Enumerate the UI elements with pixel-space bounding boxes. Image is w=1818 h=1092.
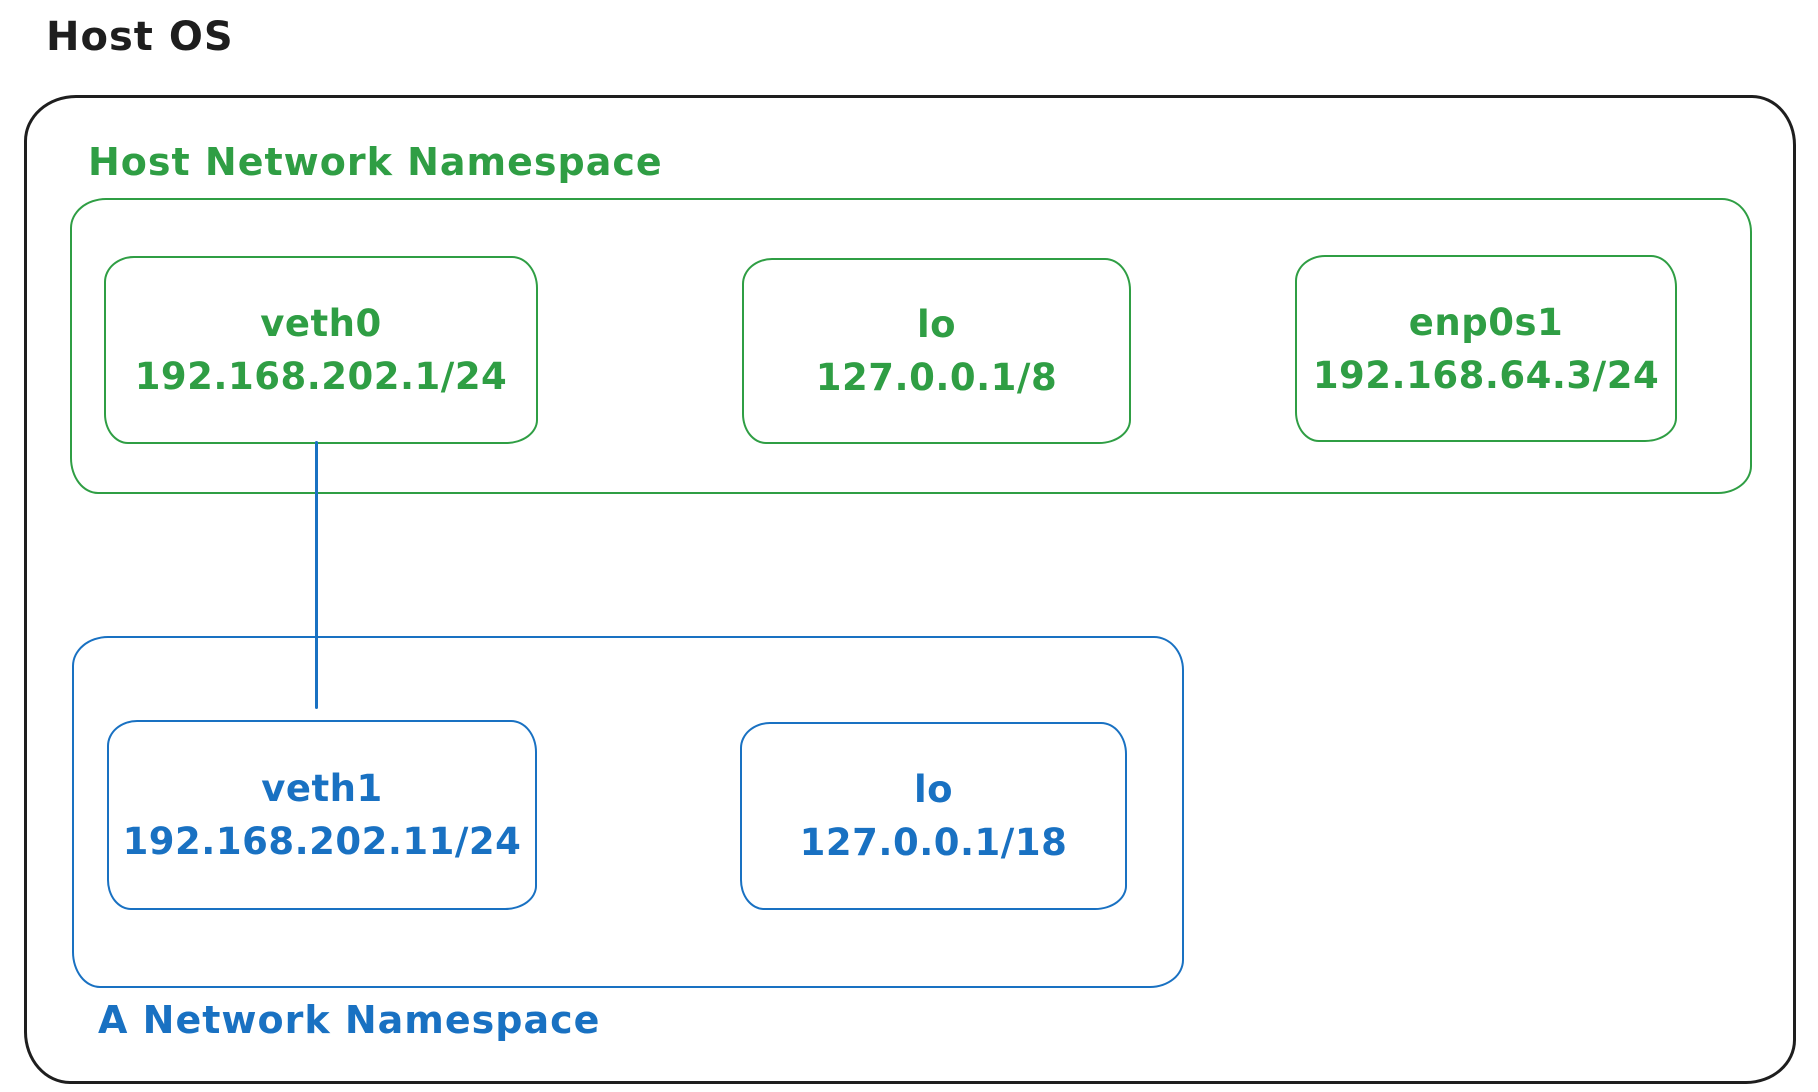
- veth-pair-connector-line: [315, 441, 318, 709]
- interface-node-lo-a: lo 127.0.0.1/18: [740, 722, 1127, 910]
- interface-name: veth0: [260, 302, 382, 345]
- interface-name: lo: [916, 303, 957, 346]
- a-namespace-label: A Network Namespace: [98, 998, 601, 1042]
- interface-node-lo-host: lo 127.0.0.1/8: [742, 258, 1131, 444]
- interface-node-enp0s1: enp0s1 192.168.64.3/24: [1295, 255, 1677, 442]
- host-os-title: Host OS: [46, 14, 234, 60]
- host-namespace-label: Host Network Namespace: [88, 140, 663, 184]
- host-os-box: [24, 95, 1796, 1084]
- interface-address: 192.168.202.1/24: [134, 355, 508, 398]
- interface-address: 127.0.0.1/8: [815, 356, 1058, 399]
- interface-address: 192.168.202.11/24: [122, 820, 522, 863]
- interface-node-veth1: veth1 192.168.202.11/24: [107, 720, 537, 910]
- interface-address: 127.0.0.1/18: [799, 821, 1068, 864]
- host-namespace-box: [70, 198, 1752, 494]
- interface-name: enp0s1: [1408, 300, 1564, 344]
- interface-name: veth1: [261, 767, 383, 810]
- interface-address: 192.168.64.3/24: [1312, 353, 1660, 397]
- interface-name: lo: [913, 768, 954, 811]
- interface-node-veth0: veth0 192.168.202.1/24: [104, 256, 538, 444]
- a-namespace-box: [72, 636, 1184, 988]
